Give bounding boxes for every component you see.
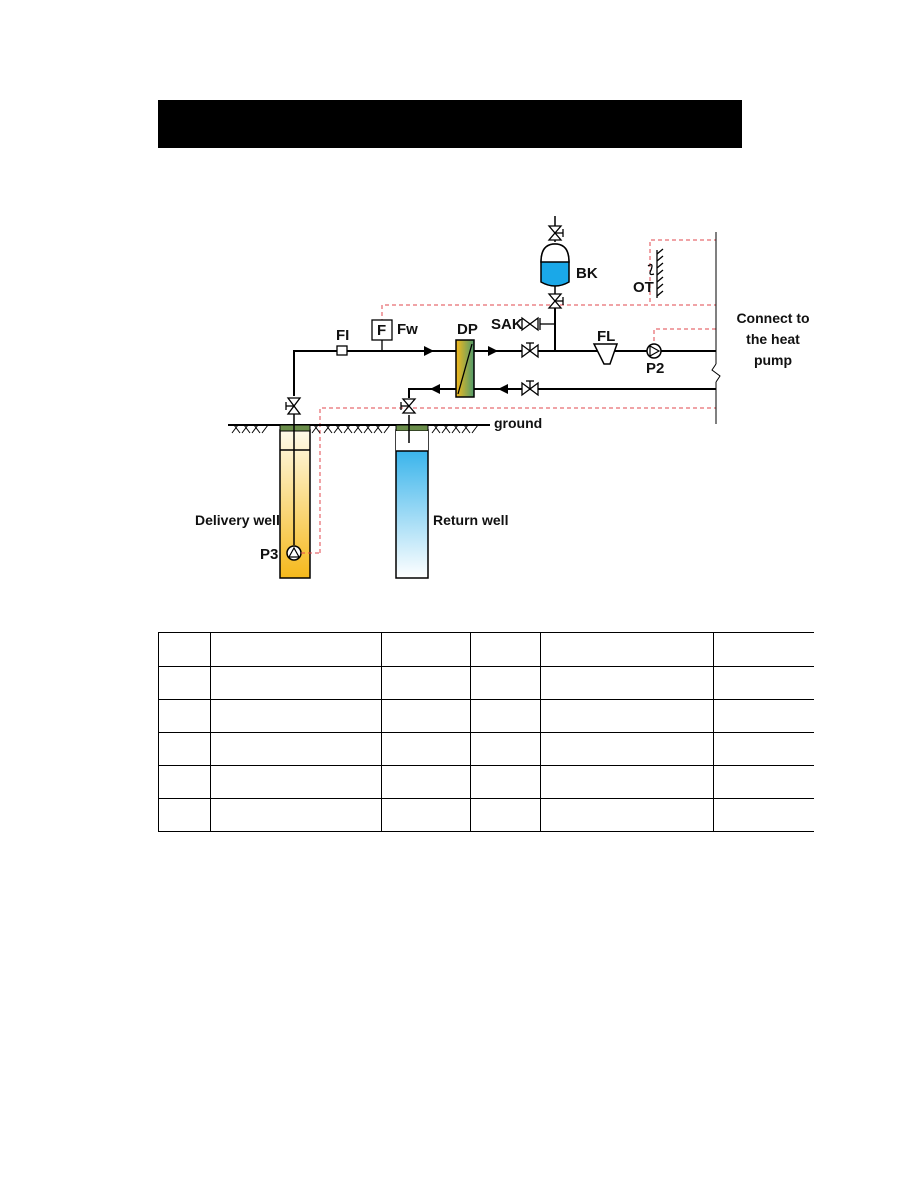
valve-return-icon xyxy=(400,398,417,414)
table-cell xyxy=(381,632,471,667)
table-cell xyxy=(713,699,814,733)
label-p2: P2 xyxy=(646,360,664,377)
valve-delivery-icon xyxy=(285,397,302,415)
component-legend-table xyxy=(158,632,814,832)
table-cell xyxy=(470,798,541,832)
outdoor-thermostat-ot-icon xyxy=(647,248,664,298)
label-bk: BK xyxy=(576,265,598,282)
table-cell xyxy=(381,798,471,832)
label-connect-line2: the heat xyxy=(746,331,800,347)
label-return-well: Return well xyxy=(433,512,508,528)
label-connect-line3: pump xyxy=(754,352,792,368)
safety-valve-sak-icon xyxy=(521,316,555,332)
table-cell xyxy=(158,732,211,766)
table-cell xyxy=(540,632,714,667)
ground-hatch xyxy=(231,424,479,434)
label-connect-line1: Connect to xyxy=(736,310,809,326)
table-cell xyxy=(210,765,382,799)
heat-pump-boundary xyxy=(711,232,721,424)
table-cell xyxy=(210,798,382,832)
table-cell xyxy=(470,632,541,667)
table-cell xyxy=(158,699,211,733)
table-cell xyxy=(210,632,382,667)
table-row xyxy=(158,798,814,832)
flow-arrow-icon xyxy=(488,346,498,356)
well-system-diagram: FI F Fw DP SAK BK OT FL P2 P3 ground Del… xyxy=(195,216,810,579)
label-sak: SAK xyxy=(491,316,523,333)
label-dp: DP xyxy=(457,321,478,338)
label-f-box: F xyxy=(377,322,386,339)
table-cell xyxy=(713,765,814,799)
label-ground: ground xyxy=(494,415,542,431)
table-cell xyxy=(540,732,714,766)
table-cell xyxy=(540,798,714,832)
table-cell xyxy=(210,666,382,700)
label-fi: FI xyxy=(336,327,349,344)
table-row xyxy=(158,632,814,667)
heat-pump-supply-pipe xyxy=(474,308,716,352)
table-cell xyxy=(158,798,211,832)
supply-pipe xyxy=(293,350,456,396)
section-title-bar xyxy=(158,100,742,148)
table-cell xyxy=(381,699,471,733)
table-cell xyxy=(381,666,471,700)
table-cell xyxy=(210,732,382,766)
table-cell xyxy=(470,666,541,700)
pump-p3-icon xyxy=(286,545,320,561)
flow-switch-fw-icon xyxy=(371,319,393,351)
label-fw: Fw xyxy=(397,321,418,338)
table-cell xyxy=(158,666,211,700)
table-cell xyxy=(381,765,471,799)
expansion-tank-bk xyxy=(540,216,570,308)
table-cell xyxy=(713,666,814,700)
table-cell xyxy=(713,732,814,766)
tank-bottom-valve-icon xyxy=(547,293,564,309)
table-cell xyxy=(713,798,814,832)
label-fl: FL xyxy=(597,328,615,345)
delivery-well xyxy=(279,405,311,579)
flow-arrow-icon xyxy=(430,384,508,394)
table-cell xyxy=(158,765,211,799)
return-pipe xyxy=(408,388,716,398)
shutoff-valve-icon xyxy=(521,342,539,359)
table-cell xyxy=(470,732,541,766)
table-cell xyxy=(381,732,471,766)
return-well xyxy=(395,415,429,579)
table-row xyxy=(158,699,814,733)
table-cell xyxy=(158,632,211,667)
pump-p2-icon xyxy=(646,343,662,359)
table-cell xyxy=(210,699,382,733)
table-cell xyxy=(540,666,714,700)
table-cell xyxy=(713,632,814,667)
table-row xyxy=(158,765,814,799)
label-delivery-well: Delivery well xyxy=(195,512,280,528)
heat-exchanger-dp xyxy=(455,339,475,398)
tank-top-valve-icon xyxy=(547,225,564,241)
table-row xyxy=(158,732,814,766)
table-cell xyxy=(470,765,541,799)
table-row xyxy=(158,666,814,700)
table-cell xyxy=(540,699,714,733)
flow-arrow-icon xyxy=(424,346,434,356)
label-p3: P3 xyxy=(260,546,278,563)
table-cell xyxy=(540,765,714,799)
label-ot: OT xyxy=(633,279,654,296)
flow-indicator-fi-icon xyxy=(336,345,348,356)
filter-fl-icon xyxy=(592,343,619,365)
table-cell xyxy=(470,699,541,733)
return-valve-icon xyxy=(521,380,539,397)
